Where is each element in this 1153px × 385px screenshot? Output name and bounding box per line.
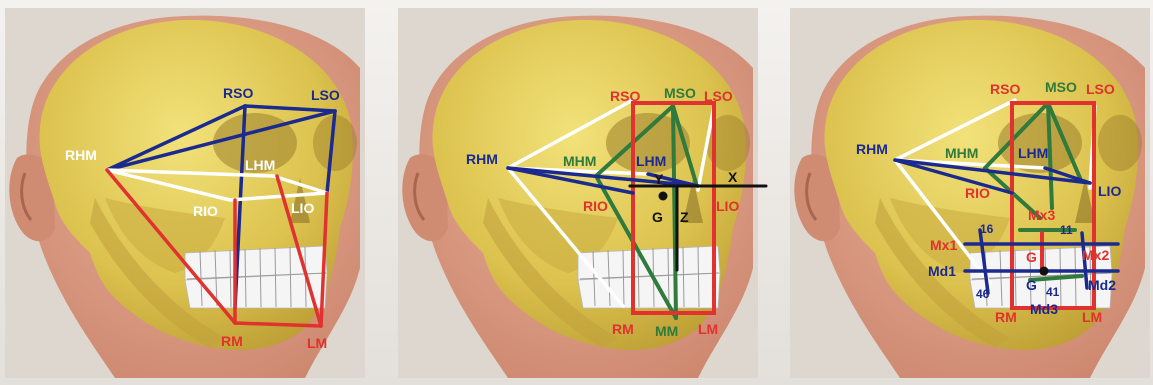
label-rhm: RHM <box>466 151 498 167</box>
label-tooth-46: 46 <box>976 287 990 301</box>
label-rhm: RHM <box>65 147 97 163</box>
label-tooth-16: 16 <box>980 222 994 236</box>
panel-2: RSO MSO LSO RHM MHM LHM RIO LIO Y X G Z … <box>398 8 766 378</box>
label-mx2: Mx2 <box>1082 247 1109 263</box>
label-rso: RSO <box>990 81 1020 97</box>
label-lso: LSO <box>1086 81 1115 97</box>
label-lhm: LHM <box>636 153 666 169</box>
label-rhm: RHM <box>856 141 888 157</box>
label-tooth-11: 11 <box>1060 223 1073 237</box>
point-g-lower <box>1040 267 1049 276</box>
label-mx1: Mx1 <box>930 237 957 253</box>
label-rio: RIO <box>965 185 990 201</box>
label-md1: Md1 <box>928 263 956 279</box>
label-mso: MSO <box>1045 79 1077 95</box>
label-lio: LIO <box>716 198 739 214</box>
label-lso: LSO <box>311 87 340 103</box>
label-z: Z <box>680 209 689 225</box>
label-rso: RSO <box>223 85 253 101</box>
label-rio: RIO <box>193 203 218 219</box>
label-lm: LM <box>698 321 718 337</box>
label-x: X <box>728 169 738 185</box>
label-mm: MM <box>655 323 678 339</box>
label-g: G <box>652 209 663 225</box>
label-rm: RM <box>221 333 243 349</box>
label-md2: Md2 <box>1088 277 1116 293</box>
label-lso: LSO <box>704 88 733 104</box>
label-mhm: MHM <box>563 153 596 169</box>
label-mso: MSO <box>664 85 696 101</box>
label-lhm: LHM <box>1018 145 1048 161</box>
label-lio: LIO <box>1098 183 1121 199</box>
label-lhm: LHM <box>245 157 275 173</box>
point-g <box>659 192 668 201</box>
label-y: Y <box>654 171 664 187</box>
panel-1: RSO LSO RHM LHM RIO LIO RM LM <box>5 8 365 378</box>
label-mhm: MHM <box>945 145 978 161</box>
label-g-lower: G <box>1026 277 1037 293</box>
label-lio: LIO <box>291 200 314 216</box>
label-md3: Md3 <box>1030 301 1058 317</box>
label-lm: LM <box>1082 309 1102 325</box>
label-rm: RM <box>995 309 1017 325</box>
label-rso: RSO <box>610 88 640 104</box>
label-g-upper: G <box>1026 249 1037 265</box>
panel-3: RSO MSO LSO RHM MHM LHM RIO LIO 16 11 Mx… <box>790 8 1150 378</box>
label-mx3: Mx3 <box>1028 207 1055 223</box>
label-rio: RIO <box>583 198 608 214</box>
label-lm: LM <box>307 335 327 351</box>
label-rm: RM <box>612 321 634 337</box>
label-tooth-41: 41 <box>1046 285 1060 299</box>
